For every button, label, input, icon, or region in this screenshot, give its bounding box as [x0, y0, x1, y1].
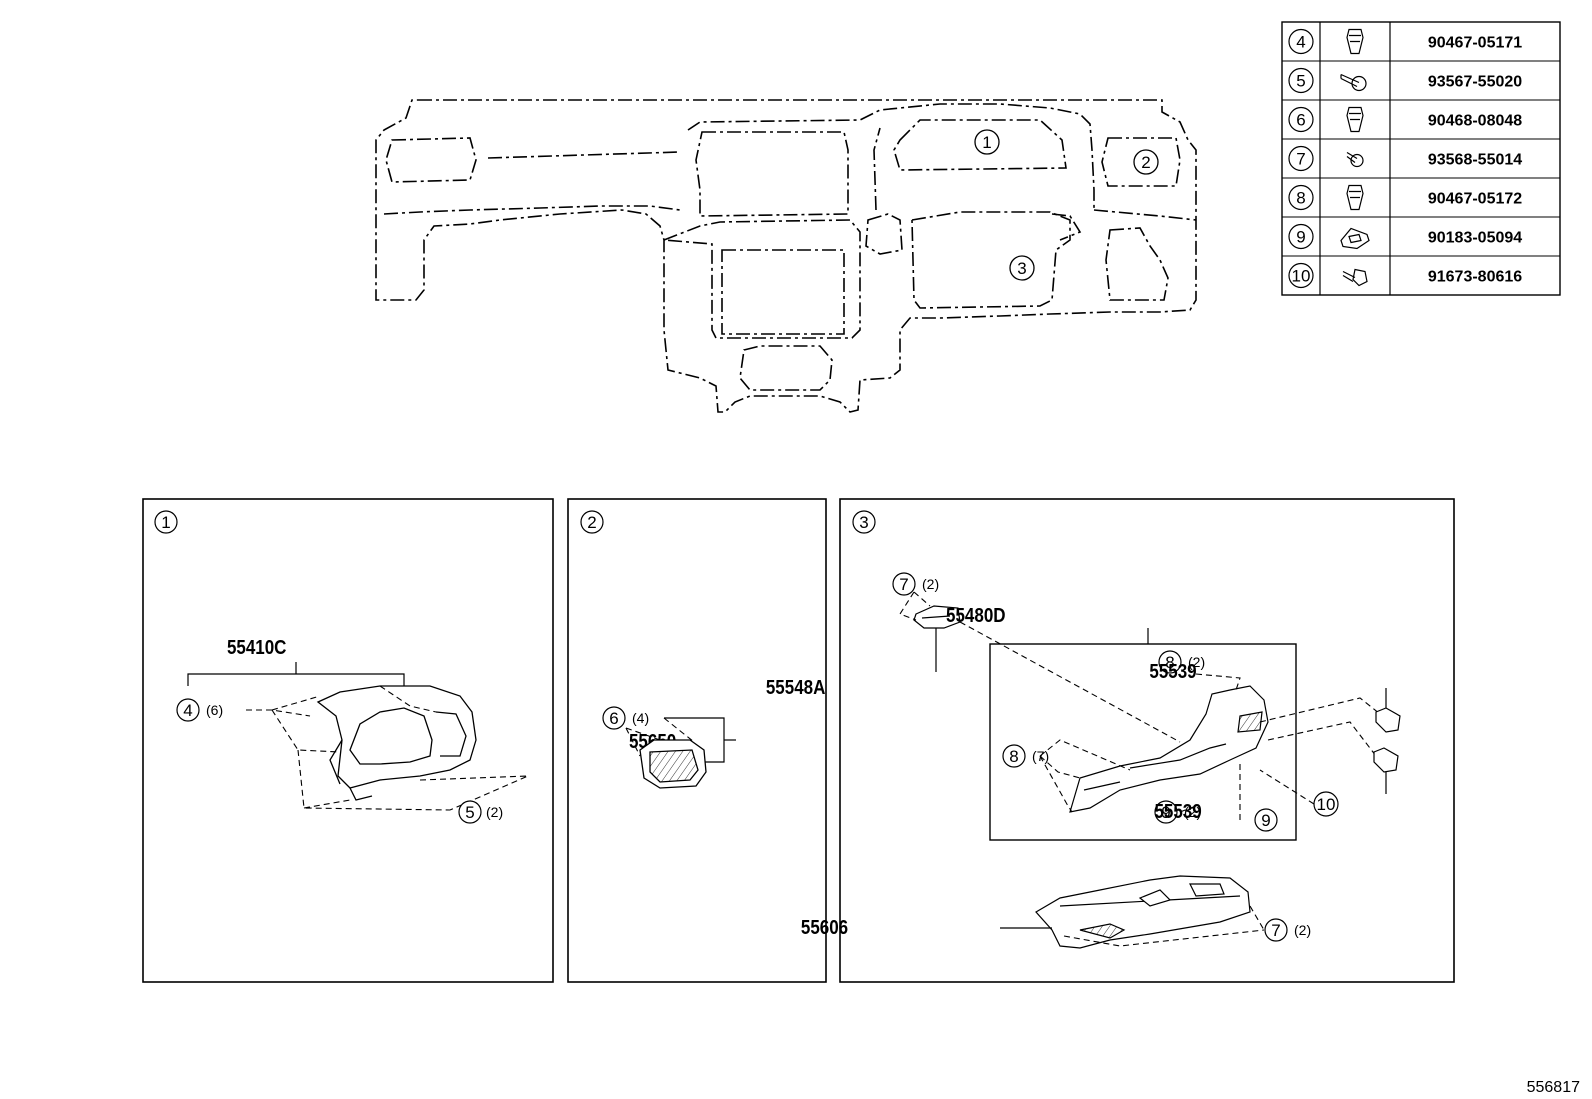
fastener-row: 7 93568-55014 [1288, 145, 1522, 172]
bracket-55548A-drawing [913, 605, 961, 629]
fastener-row: 5 93567-55020 [1288, 67, 1522, 94]
svg-text:7: 7 [1271, 921, 1280, 940]
callout-circle [1288, 28, 1314, 55]
nut-clip-icon [1340, 227, 1370, 250]
meter-hood-drawing [316, 685, 477, 801]
svg-text:(2): (2) [1294, 922, 1311, 938]
callout-number: 6 [1296, 111, 1305, 130]
reference-number: 556817 [1527, 1079, 1580, 1096]
fastener-row: 8 90467-05172 [1288, 184, 1522, 211]
clip-icon [1346, 184, 1364, 211]
svg-text:3: 3 [859, 513, 868, 532]
svg-text:(6): (6) [206, 702, 223, 718]
svg-text:1: 1 [161, 513, 170, 532]
clip-icon [1346, 28, 1364, 55]
clip-55539-lower-drawing [1373, 747, 1399, 794]
svg-text:8: 8 [1009, 747, 1018, 766]
fastener-row: 10 91673-80616 [1288, 262, 1522, 289]
side-vent-drawing [639, 739, 707, 789]
panel-3: 3 7 (2) 55548A 55480D 8 (2) [766, 498, 1455, 983]
bolt-icon [1342, 268, 1368, 287]
lower-panel-55480D-drawing [1069, 685, 1269, 813]
svg-text:(2): (2) [1188, 654, 1205, 670]
screw-short-icon [1346, 151, 1364, 168]
svg-text:10: 10 [1317, 795, 1336, 814]
fastener-part-number: 93567-55020 [1428, 74, 1522, 91]
fastener-table: 4 90467-05171 5 93567-55020 6 90468-08048 7 935… [1281, 21, 1561, 296]
part-55539-lower: 55539 [1154, 800, 1201, 823]
panel-1: 1 55410C 4 (6) 5 (2) [142, 498, 554, 983]
svg-text:2: 2 [587, 513, 596, 532]
svg-text:2: 2 [1141, 153, 1150, 172]
fastener-row: 4 90467-05171 [1288, 28, 1522, 55]
svg-text:8: 8 [1165, 653, 1174, 672]
part-55539-upper: 55539 [1149, 660, 1196, 683]
callout-circle [1288, 106, 1314, 133]
callout-circle [1288, 145, 1314, 172]
callout-number: 5 [1296, 72, 1305, 91]
overview-callout-2: 2 [1133, 149, 1159, 175]
fastener-part-number: 90467-05172 [1428, 191, 1522, 208]
svg-text:5: 5 [465, 803, 474, 822]
svg-text:6: 6 [609, 709, 618, 728]
svg-text:1: 1 [982, 133, 991, 152]
callout-number: 10 [1292, 267, 1311, 286]
dashboard-overview [375, 99, 1197, 413]
fastener-part-number: 93568-55014 [1428, 152, 1522, 169]
svg-text:7: 7 [899, 575, 908, 594]
svg-text:(2): (2) [1184, 804, 1201, 820]
callout-number: 9 [1296, 228, 1305, 247]
fastener-row: 9 90183-05094 [1288, 223, 1522, 250]
clip-icon [1346, 106, 1364, 133]
fastener-part-number: 91673-80616 [1428, 269, 1522, 286]
panel-2: 2 6 (4) 55650 [567, 498, 827, 983]
part-55480D: 55480D [946, 604, 1006, 627]
svg-text:(2): (2) [922, 576, 939, 592]
callout-number: 8 [1296, 189, 1305, 208]
clip-55539-upper-drawing [1375, 688, 1401, 733]
fastener-part-number: 90468-08048 [1428, 113, 1522, 130]
part-55410C: 55410C [227, 636, 287, 659]
svg-text:3: 3 [1017, 259, 1026, 278]
callout-circle [1288, 223, 1314, 250]
overview-callout-3: 3 [1009, 255, 1035, 281]
svg-text:(2): (2) [486, 804, 503, 820]
screw-icon [1340, 73, 1367, 92]
callout-circle [1288, 67, 1314, 94]
fastener-part-number: 90183-05094 [1428, 230, 1522, 247]
overview-callout-1: 1 [974, 129, 1000, 155]
part-55606: 55606 [801, 916, 848, 939]
svg-text:9: 9 [1261, 811, 1270, 830]
callout-circle [1288, 262, 1314, 289]
svg-text:9: 9 [1161, 803, 1170, 822]
under-cover-55606-drawing [1035, 875, 1251, 949]
part-55548A: 55548A [766, 676, 826, 699]
fastener-part-number: 90467-05171 [1428, 35, 1522, 52]
callout-circle [1288, 184, 1314, 211]
callout-number: 7 [1296, 150, 1305, 169]
fastener-row: 6 90468-08048 [1288, 106, 1522, 133]
svg-text:4: 4 [183, 701, 192, 720]
svg-text:(4): (4) [632, 710, 649, 726]
callout-number: 4 [1296, 33, 1305, 52]
